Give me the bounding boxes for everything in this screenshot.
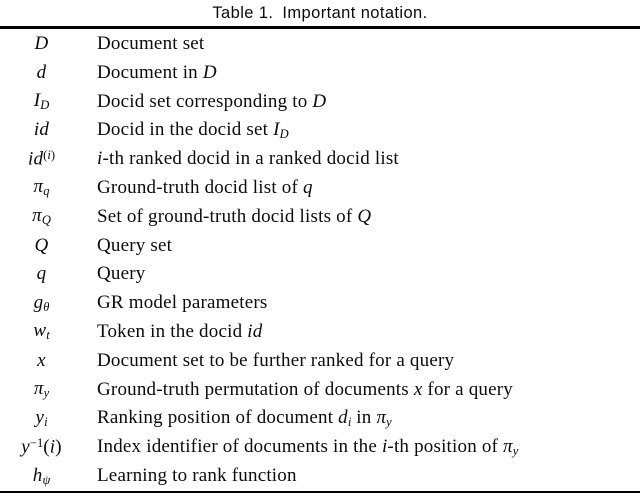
table-row: ID Docid set corresponding to D <box>0 87 640 116</box>
table-row: πq Ground-truth docid list of q <box>0 174 640 203</box>
description-cell: i-th ranked docid in a ranked docid list <box>97 148 399 170</box>
table-row: yi Ranking position of document di in πy <box>0 404 640 433</box>
table-row: d Document in D <box>0 58 640 87</box>
table-row: wt Token in the docid id <box>0 318 640 347</box>
table-caption: Table 1. Important notation. <box>0 0 640 26</box>
table-row: πy Ground-truth permutation of documents… <box>0 375 640 404</box>
table-caption-title: Important notation. <box>282 3 428 22</box>
symbol-cell: πy <box>33 378 50 401</box>
symbol-cell: D <box>34 32 49 54</box>
description-cell: Document in D <box>97 61 217 83</box>
symbol-cell: πQ <box>32 205 51 228</box>
symbol-cell: id <box>33 119 50 141</box>
notation-table: D Document set d Document in D ID Docid … <box>0 29 640 491</box>
table-row: x Document set to be further ranked for … <box>0 346 640 375</box>
table-row: hψ Learning to rank function <box>0 462 640 491</box>
description-cell: Set of ground-truth docid lists of Q <box>97 205 372 227</box>
table-top-rule <box>0 26 640 29</box>
table-row: D Document set <box>0 30 640 59</box>
table-row: Q Query set <box>0 231 640 260</box>
symbol-cell: hψ <box>32 464 51 487</box>
description-cell: Token in the docid id <box>97 321 263 343</box>
description-cell: GR model parameters <box>97 292 268 314</box>
table-bottom-rule <box>0 490 640 493</box>
table-row: id Docid in the docid set ID <box>0 116 640 145</box>
description-cell: Ranking position of document di in πy <box>97 406 392 430</box>
description-cell: Ground-truth permutation of documents x … <box>97 378 513 400</box>
description-cell: Docid in the docid set ID <box>97 118 289 141</box>
symbol-cell: x <box>37 349 46 371</box>
description-cell: Query set <box>97 234 173 256</box>
table-row: πQ Set of ground-truth docid lists of Q <box>0 202 640 231</box>
description-cell: Docid set corresponding to D <box>97 90 327 112</box>
description-cell: Learning to rank function <box>97 465 297 487</box>
table-row: q Query <box>0 260 640 289</box>
table-row: id(i) i-th ranked docid in a ranked doci… <box>0 145 640 174</box>
description-cell: Ground-truth docid list of q <box>97 176 313 198</box>
description-cell: Document set <box>97 32 205 54</box>
symbol-cell: gθ <box>33 291 50 314</box>
symbol-cell: πq <box>33 176 50 199</box>
symbol-cell: q <box>36 263 47 285</box>
symbol-cell: id(i) <box>27 147 55 170</box>
description-cell: Index identifier of documents in the i-t… <box>97 435 519 458</box>
description-cell: Query <box>97 263 146 285</box>
symbol-cell: d <box>36 61 47 83</box>
table-caption-label: Table 1. <box>212 3 274 22</box>
symbol-cell: ID <box>33 89 50 113</box>
symbol-cell: y−1(i) <box>21 435 62 458</box>
symbol-cell: wt <box>33 320 50 343</box>
table-row: y−1(i) Index identifier of documents in … <box>0 433 640 462</box>
symbol-cell: Q <box>34 234 49 256</box>
table-row: gθ GR model parameters <box>0 289 640 318</box>
symbol-cell: yi <box>35 406 48 430</box>
description-cell: Document set to be further ranked for a … <box>97 349 455 371</box>
